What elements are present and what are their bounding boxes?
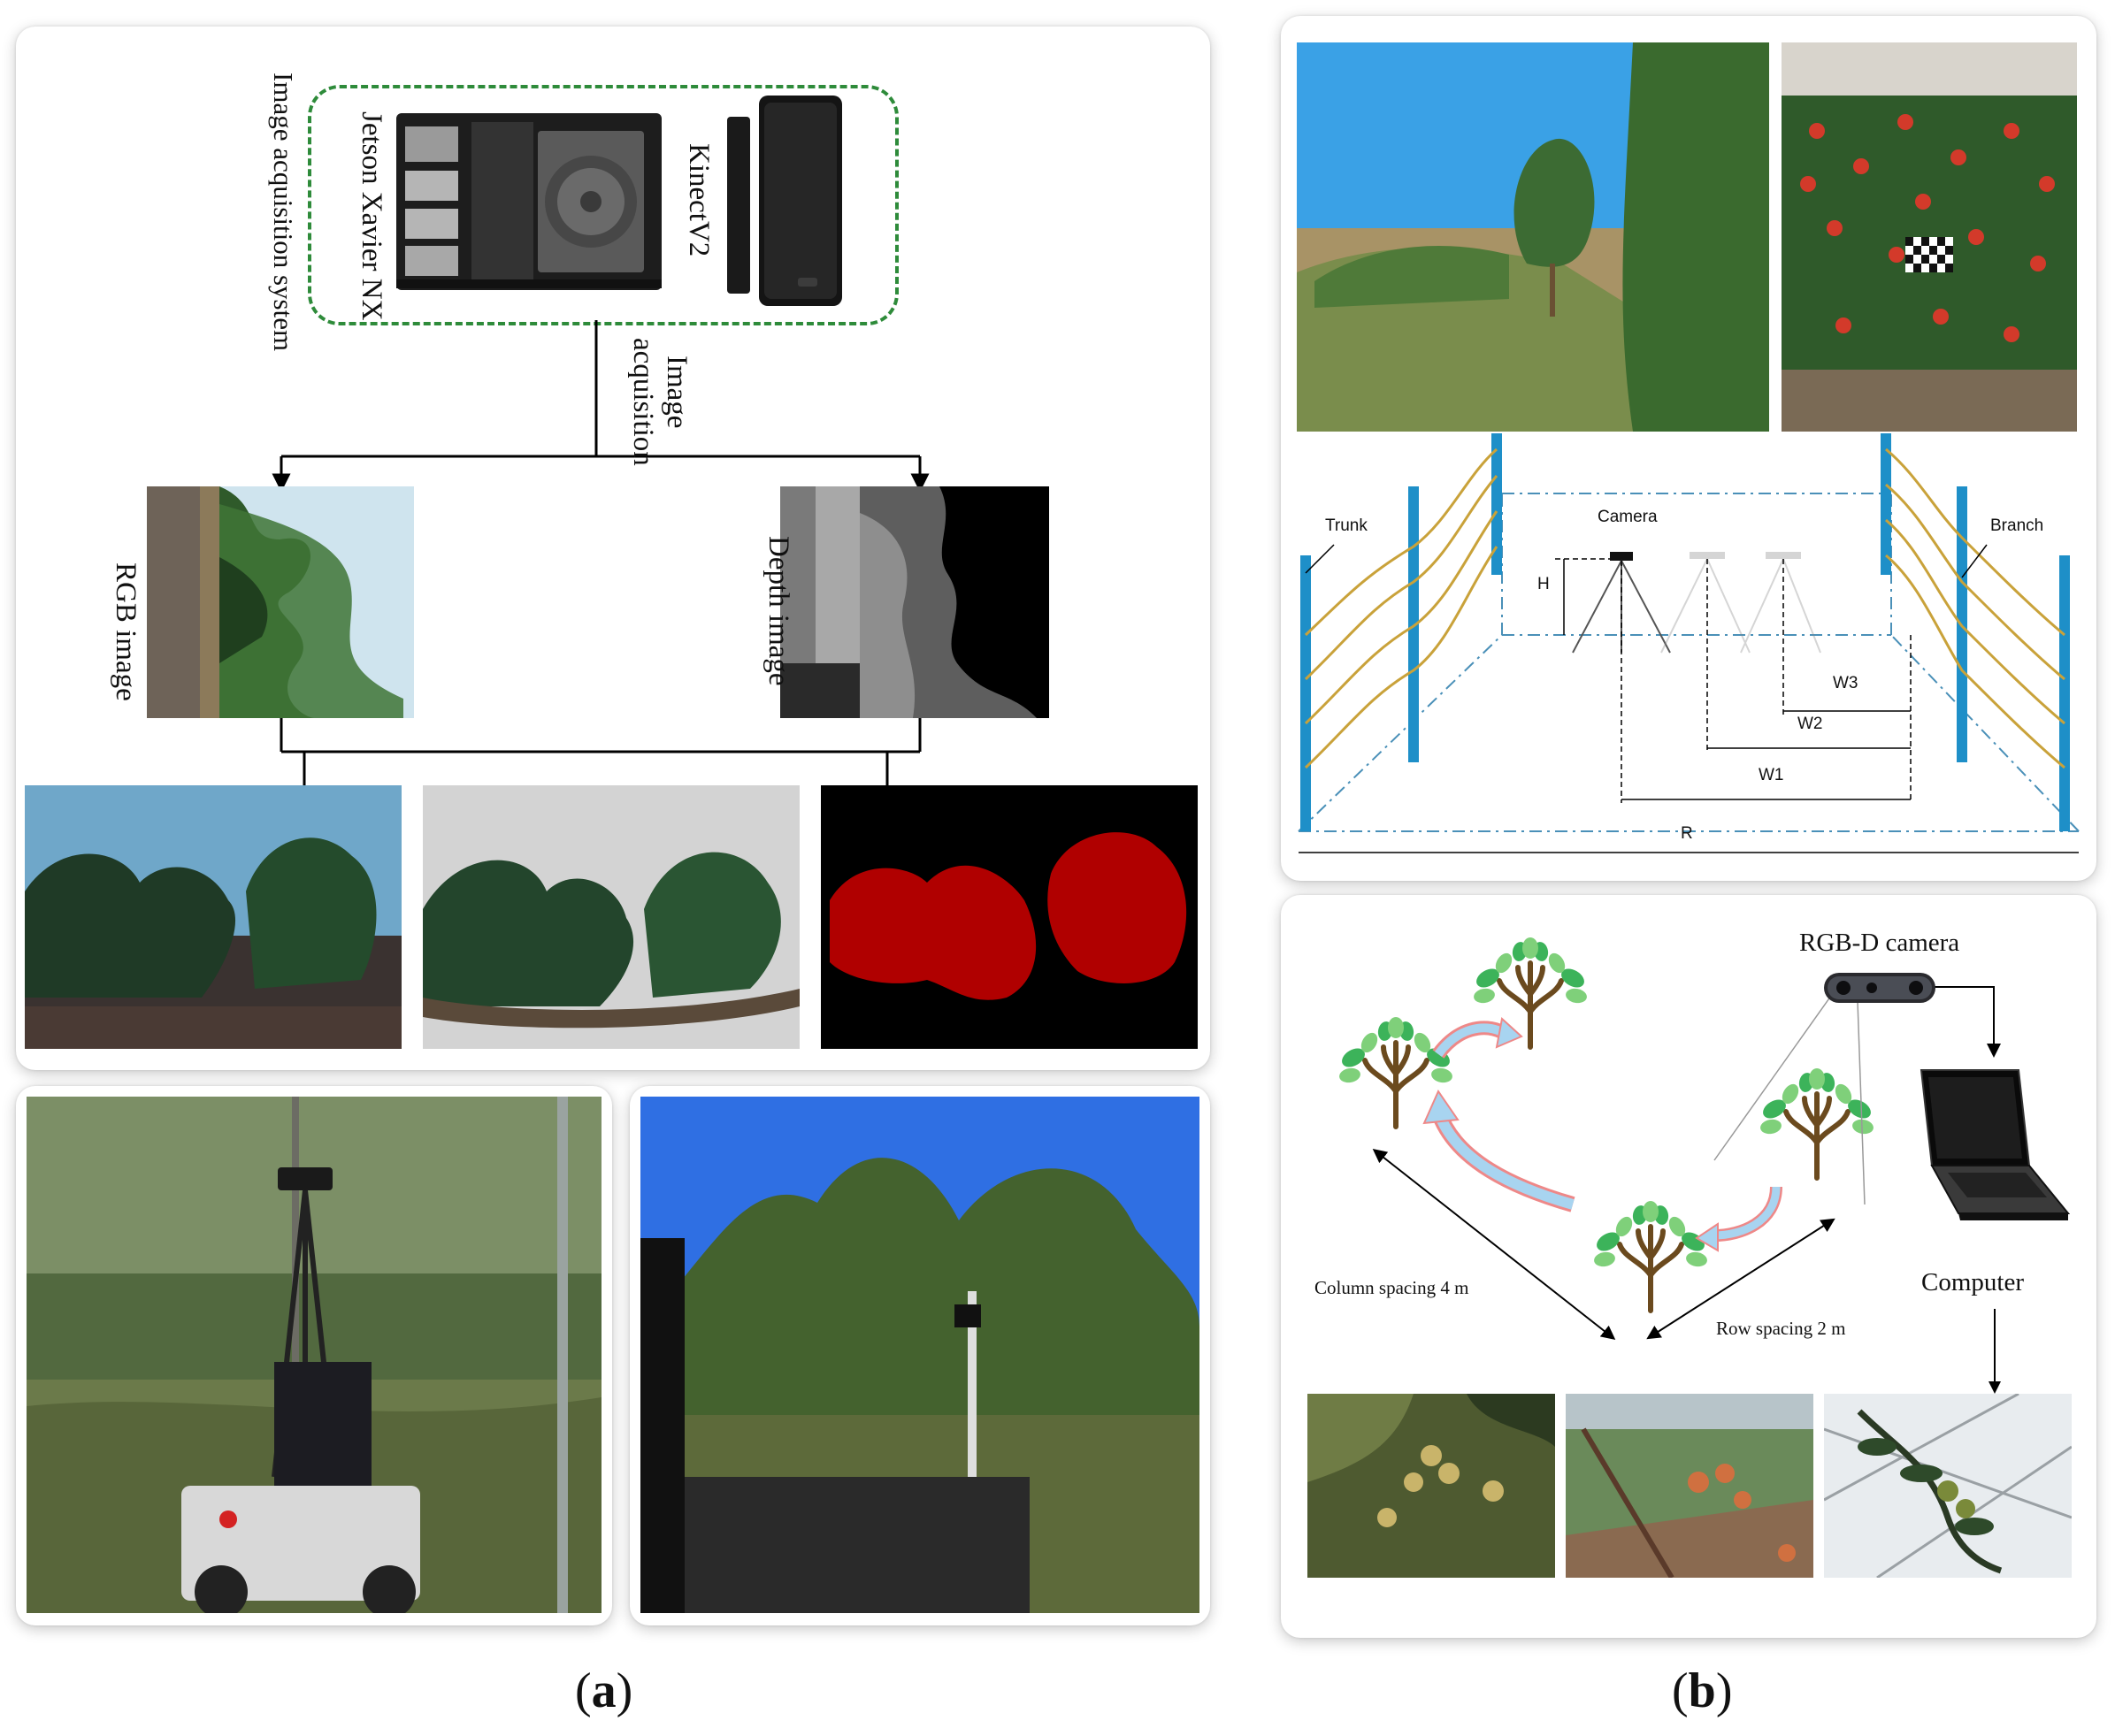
laptop-icon xyxy=(1905,1063,2073,1231)
kinect-sensor-icon xyxy=(724,90,847,311)
jetson-board-icon xyxy=(392,104,666,299)
panel-b-rgbd: RGB-D camera Computer Column spacing 4 m… xyxy=(1281,895,2096,1638)
segmented-orchard-image xyxy=(423,785,800,1049)
arrow-label-line2: acquisition xyxy=(627,338,659,466)
panel-a-pipeline: Image acquisition system Jetson Xavier N… xyxy=(16,27,1210,1070)
computer-output-arrow xyxy=(1989,1309,2001,1394)
tree-arrangement xyxy=(1281,895,2001,1340)
mask-image xyxy=(821,785,1198,1049)
w3-dimension-label: W3 xyxy=(1833,674,1858,692)
fruit-photo-3 xyxy=(1824,1394,2072,1578)
w1-dimension-label: W1 xyxy=(1759,766,1784,784)
depth-image-label: Depth image xyxy=(762,536,794,686)
trellis-schematic xyxy=(1298,433,2080,853)
panel-b-trellis: Trunk Branch Camera H W3 W2 W1 R xyxy=(1281,16,2096,881)
row-spacing-label: Row spacing 2 m xyxy=(1716,1318,1846,1339)
column-spacing-label: Column spacing 4 m xyxy=(1314,1277,1469,1298)
apple-trellis-photo xyxy=(1782,42,2077,432)
panel-a-photo-robot xyxy=(16,1086,612,1625)
h-dimension-label: H xyxy=(1537,575,1550,593)
computer-label: Computer xyxy=(1921,1268,2024,1296)
fruit-photo-1 xyxy=(1307,1394,1555,1578)
rgb-image-thumbnail xyxy=(147,486,414,718)
rgbd-camera-label: RGB-D camera xyxy=(1799,929,1960,957)
caption-a: (a) xyxy=(575,1663,633,1718)
acquisition-system-box xyxy=(308,85,899,325)
tree-icon xyxy=(1759,1068,1874,1178)
fruit-photo-2 xyxy=(1566,1394,1813,1578)
flow-lines xyxy=(272,320,930,493)
r-dimension-label: R xyxy=(1681,824,1693,843)
vehicle-lidar-photo xyxy=(640,1097,1199,1613)
robot-platform-photo xyxy=(27,1097,602,1613)
caption-b: (b) xyxy=(1672,1663,1733,1718)
trunk-label: Trunk xyxy=(1325,516,1368,535)
rgb-image-label: RGB image xyxy=(110,562,142,701)
camera-tripod-main xyxy=(1572,552,1671,654)
rgb-orchard-image xyxy=(25,785,402,1049)
branch-label: Branch xyxy=(1990,516,2044,535)
flow-lines-lower xyxy=(280,718,922,807)
depth-image-thumbnail xyxy=(780,486,1049,718)
arrow-label-line1: Image xyxy=(661,356,693,429)
panel-a-photo-vehicle xyxy=(630,1086,1210,1625)
camera-label: Camera xyxy=(1598,508,1658,526)
orchard-row-photo xyxy=(1297,42,1769,432)
w2-dimension-label: W2 xyxy=(1797,715,1823,733)
tree-icon xyxy=(1593,1201,1708,1311)
rgbd-camera-icon xyxy=(1822,967,1937,1008)
